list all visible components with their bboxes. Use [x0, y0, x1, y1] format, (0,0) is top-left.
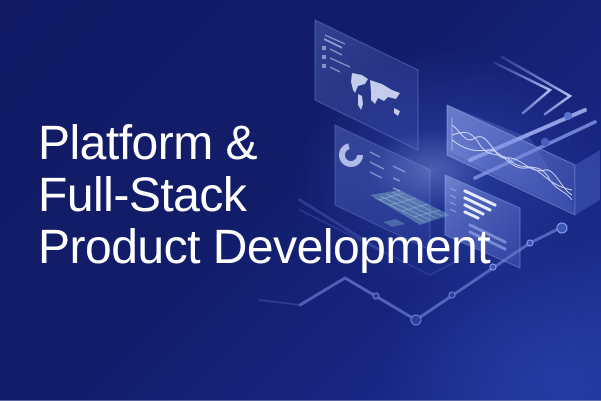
- donut-chart-icon: [339, 143, 363, 167]
- world-map-icon: [351, 73, 400, 116]
- line-chart-panel: [446, 104, 600, 216]
- page-title: Platform & Full-Stack Product Developmen…: [38, 117, 491, 274]
- title-line-1: Platform &: [38, 117, 258, 170]
- world-map-panel: [314, 19, 419, 151]
- title-line-2: Full-Stack: [38, 169, 247, 222]
- circuit-lines-icon: [259, 198, 568, 326]
- title-line-3: Product Development: [38, 221, 491, 274]
